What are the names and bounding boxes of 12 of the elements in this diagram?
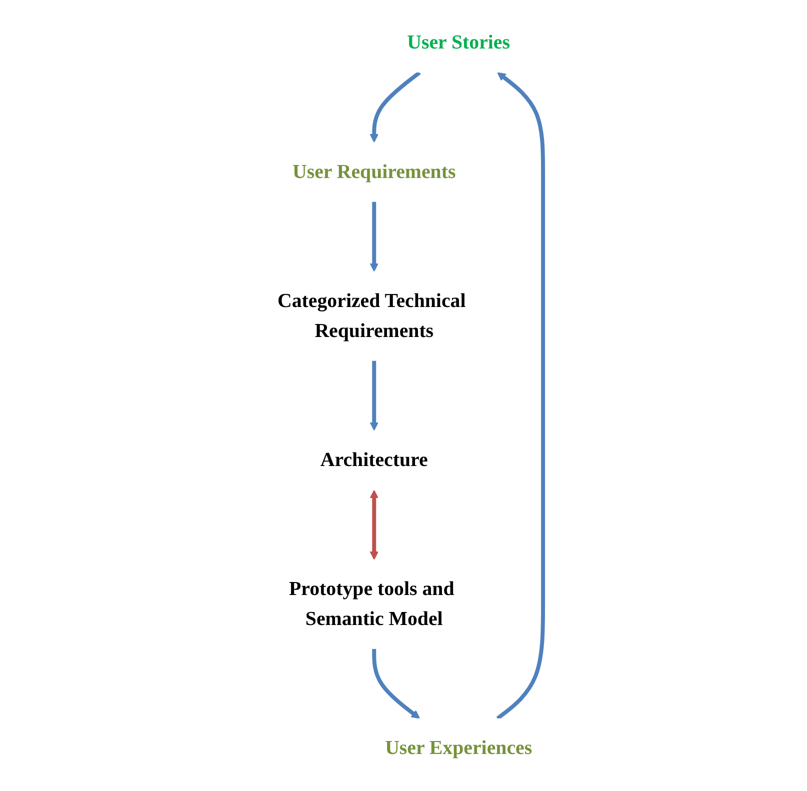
arrow [370,490,379,560]
arrow [370,360,379,431]
node-text: Architecture [320,449,428,472]
arrow [496,72,546,720]
node-text: User Stories [407,32,510,54]
arrow [370,202,379,272]
arrow [372,648,420,719]
node-text: Prototype tools and Semantic Model [289,578,454,630]
node-text: User Experiences [385,737,532,760]
node-text: User Requirements [292,161,456,183]
node-text: Categorized Technical Requirements [278,290,466,342]
arrow [370,71,421,143]
